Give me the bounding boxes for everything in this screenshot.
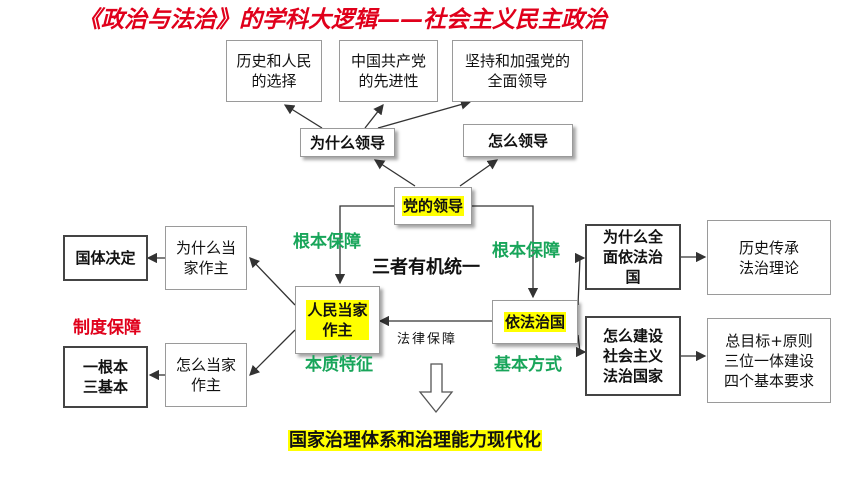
people-masters-label: 人民当家 作主 [306, 300, 369, 340]
why-masters-text: 为什么当 家作主 [175, 239, 236, 277]
modernization-label: 国家治理体系和治理能力现代化 [288, 428, 542, 454]
down-arrow-icon [418, 363, 454, 414]
box-people-masters: 人民当家 作主 [295, 286, 380, 354]
root-guarantee-right: 根本保障 [492, 241, 560, 261]
box-goals: 总目标+原则 三位一体建设 四个基本要求 [707, 318, 831, 403]
arrow-why-to-history [283, 104, 323, 129]
box-how-build: 怎么建设 社会主义 法治国家 [585, 316, 681, 396]
one-root-three-basic-label: 一根本 三基本 [82, 358, 128, 396]
arrow-people-to-how-masters [249, 329, 296, 376]
why-lead-label: 为什么领导 [309, 133, 385, 152]
box-comprehensive-leadership-text: 坚持和加强党的 全面领导 [464, 52, 570, 90]
box-one-root-three-basic: 一根本 三基本 [63, 346, 148, 408]
modernization-text: 国家治理体系和治理能力现代化 [288, 430, 542, 451]
box-party-advanced-text: 中国共产党 的先进性 [350, 52, 426, 90]
box-why-lead: 为什么领导 [300, 128, 395, 157]
root-guarantee-left: 根本保障 [293, 232, 361, 252]
box-party-advanced: 中国共产党 的先进性 [339, 40, 438, 102]
law-guarantee-label: 法律保障 [397, 332, 458, 347]
box-how-masters: 怎么当家 作主 [165, 343, 247, 407]
arrow-party-to-why [373, 159, 416, 187]
system-guarantee-label: 制度保障 [73, 318, 141, 338]
box-why-masters: 为什么当 家作主 [165, 226, 247, 290]
arrow-party-to-people [334, 205, 395, 285]
arrow-why-to-advanced [364, 103, 384, 129]
arrow-people-to-why-masters [249, 257, 296, 306]
box-state-system: 国体决定 [63, 235, 148, 281]
box-history-theory: 历史传承 法治理论 [707, 220, 831, 295]
essential-feature-label: 本质特征 [305, 355, 373, 375]
box-how-lead: 怎么领导 [463, 124, 573, 157]
box-party-leadership: 党的领导 [394, 187, 472, 225]
arrow-party-to-law [472, 205, 539, 299]
state-system-label: 国体决定 [75, 249, 136, 267]
page-title: 《政治与法治》的学科大逻辑——社会主义民主政治 [78, 6, 607, 33]
basic-method-label: 基本方式 [494, 355, 562, 375]
arrow-party-to-how [459, 159, 499, 187]
how-lead-label: 怎么领导 [487, 131, 548, 150]
party-leadership-label: 党的领导 [401, 196, 464, 216]
organic-unity-label: 三者有机统一 [372, 257, 480, 278]
arrow-law-to-how [575, 334, 587, 358]
arrow-why-to-comprehensive [377, 99, 472, 129]
why-rule-of-law-label: 为什么全 面依法治 国 [602, 228, 663, 286]
goals-text: 总目标+原则 三位一体建设 四个基本要求 [723, 331, 814, 390]
how-masters-text: 怎么当家 作主 [175, 356, 236, 394]
box-history-people-text: 历史和人民 的选择 [236, 52, 312, 90]
arrow-law-to-why [574, 252, 586, 306]
box-history-people: 历史和人民 的选择 [226, 40, 322, 102]
box-why-rule-of-law: 为什么全 面依法治 国 [585, 224, 681, 290]
how-build-label: 怎么建设 社会主义 法治国家 [602, 327, 663, 385]
box-comprehensive-leadership: 坚持和加强党的 全面领导 [452, 40, 583, 102]
rule-of-law-label: 依法治国 [503, 312, 566, 332]
history-theory-text: 历史传承 法治理论 [738, 238, 799, 277]
box-rule-of-law: 依法治国 [492, 300, 578, 344]
